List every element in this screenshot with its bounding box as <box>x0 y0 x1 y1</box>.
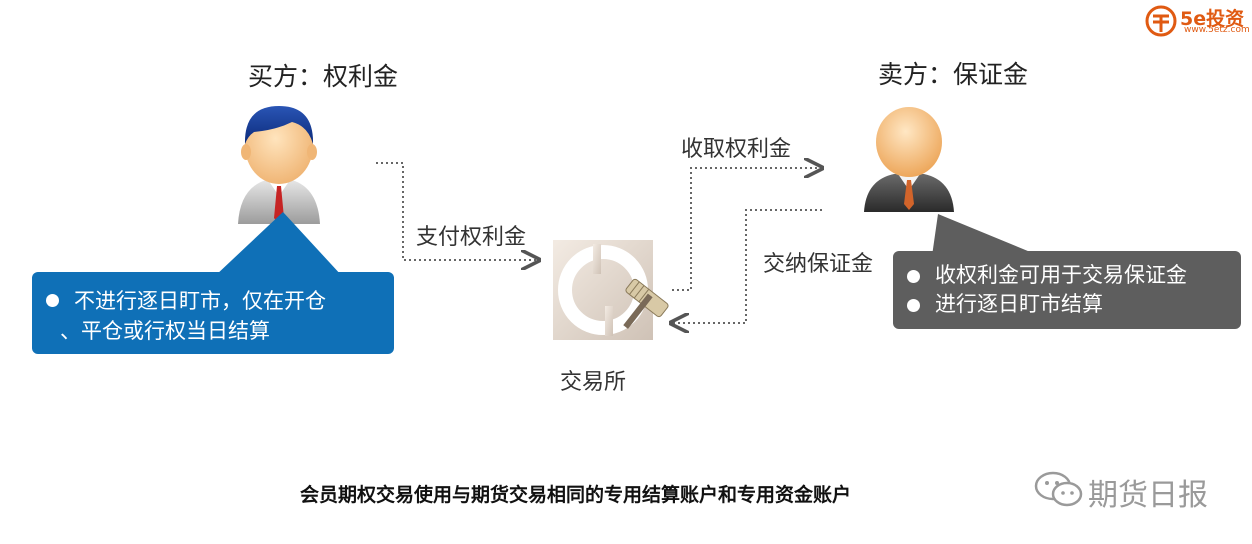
exchange-seal-icon <box>553 240 669 340</box>
pay-premium-label: 支付权利金 <box>416 225 527 250</box>
buyer-title: 买方：权利金 <box>248 62 399 91</box>
brand-logo-icon <box>1145 5 1177 37</box>
seller-settlement-note: 收权利金可用于交易保证金 进行逐日盯市结算 <box>893 251 1241 329</box>
pay-margin-arrow <box>673 209 822 323</box>
pay-margin-label: 交纳保证金 <box>763 252 874 277</box>
buyer-settlement-note: 不进行逐日盯市，仅在开仓 、平仓或行权当日结算 <box>32 272 394 354</box>
buyer-avatar-icon <box>238 106 320 224</box>
watermark-text: 期货日报 <box>1088 478 1208 513</box>
exchange-label: 交易所 <box>560 370 627 395</box>
buyer-note-line-2: 、平仓或行权当日结算 <box>60 319 270 343</box>
bullet-icon <box>46 294 59 307</box>
footer-caption: 会员期权交易使用与期货交易相同的专用结算账户和专用资金账户 <box>300 484 852 506</box>
seller-title: 卖方：保证金 <box>878 60 1029 89</box>
pay-premium-arrow <box>376 162 537 260</box>
seller-note-item-1: 收权利金可用于交易保证金 <box>935 263 1187 287</box>
seller-avatar-icon <box>864 107 954 212</box>
brand-url: www.5etz.com <box>1184 25 1250 35</box>
receive-premium-label: 收取权利金 <box>681 137 792 162</box>
wechat-icon <box>1034 471 1083 507</box>
buyer-note-line-1: 不进行逐日盯市，仅在开仓 <box>74 289 326 313</box>
brand-name: 5e投资 <box>1180 8 1245 30</box>
seller-note-item-2: 进行逐日盯市结算 <box>935 292 1103 316</box>
bullet-icon <box>907 299 920 312</box>
receive-premium-arrow <box>672 168 820 291</box>
bullet-icon <box>907 270 920 283</box>
